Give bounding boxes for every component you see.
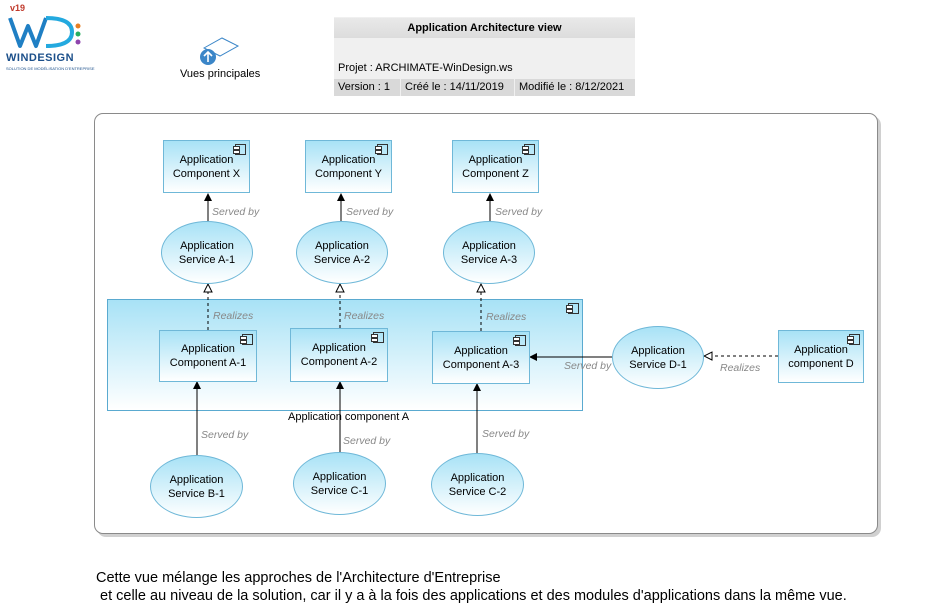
element-label: Service C-1 [310,484,369,497]
served-by-label: Served by [343,435,391,447]
served-by-label: Served by [201,429,249,441]
component-icon [847,334,860,345]
element-label: Application [179,153,234,166]
element-label: Component Z [462,167,529,180]
element-label: Service C-2 [448,485,507,498]
component-icon [375,144,388,155]
element-label: Application [169,473,224,486]
element-label: Application [180,239,234,252]
windesign-logo-icon [8,16,81,48]
realizes-label: Realizes [486,311,527,323]
element-label: Component A-3 [442,358,520,371]
view-title: Application Architecture view [334,18,635,38]
served-by-label: Served by [482,428,530,440]
project-name: Projet : ARCHIMATE-WinDesign.ws [338,62,513,74]
element-label: Application [462,239,516,252]
element-label: Component Y [314,167,383,180]
element-label: Application [631,344,685,357]
realizes-label: Realizes [720,362,761,374]
realizes-label: Realizes [344,310,385,322]
element-label: Application [315,239,369,252]
element-label: Application [321,153,376,166]
component-icon [371,332,384,343]
component-icon [513,335,526,346]
nav-main-views-label[interactable]: Vues principales [180,68,261,80]
note-line-2: et celle au niveau de la solution, car i… [96,588,847,604]
modified-field: Modifié le : 8/12/2021 [515,79,635,96]
element-label: Application [454,344,508,357]
note-line-1: Cette vue mélange les approches de l'Arc… [96,570,501,586]
version-field: Version : 1 [334,79,400,96]
component-icon [522,144,535,155]
created-field: Créé le : 14/11/2019 [401,79,514,96]
logo-version: v19 [10,3,26,13]
logo-brand: WINDESIGN [6,52,75,64]
element-label: Service A-3 [460,253,518,266]
served-by-label: Served by [212,206,260,218]
component-icon [233,144,246,155]
element-label: Service A-2 [313,253,371,266]
element-label: Component A-1 [169,357,247,369]
element-label: Application [450,471,505,484]
element-label: component D [788,357,854,370]
view-up-arrow-icon[interactable] [196,36,240,68]
served-by-label: Served by [495,206,543,218]
served-by-label: Served by [564,360,612,372]
element-label: Component X [172,167,241,180]
element-label: Application [312,470,367,483]
element-label: Service B-1 [168,487,225,500]
element-label: Component A-2 [300,356,378,368]
element-label: Application [312,342,366,354]
element-label: Application [794,343,848,356]
served-by-label: Served by [346,206,394,218]
realizes-label: Realizes [213,310,254,322]
element-label: Service A-1 [178,253,236,266]
element-label: Application [181,343,235,355]
component-icon [566,303,579,314]
component-icon [240,334,253,345]
element-label: Service D-1 [629,358,687,371]
container-label: Application component A [288,411,410,423]
logo-tagline: SOLUTION DE MODÉLISATION D'ENTREPRISE [6,66,95,71]
element-label: Application [468,153,523,166]
